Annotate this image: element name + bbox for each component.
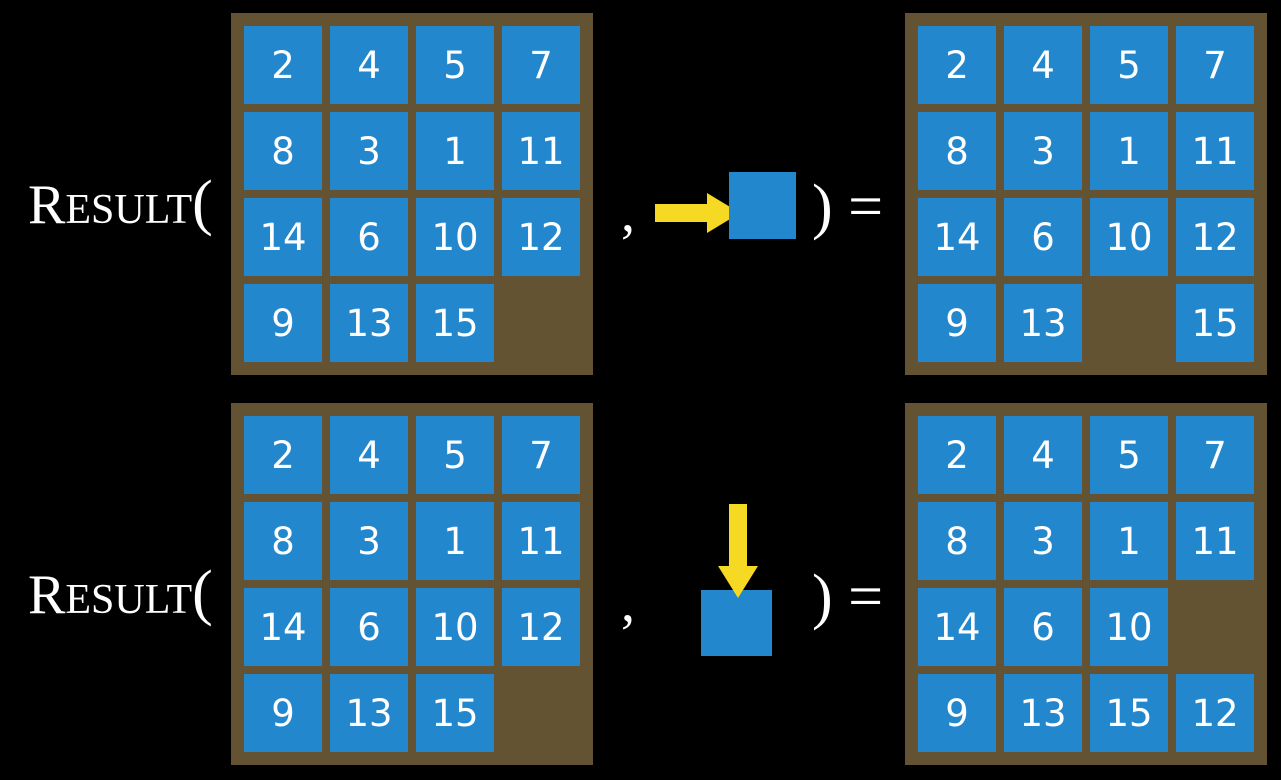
tile[interactable]: 3 xyxy=(330,502,408,580)
blank-tile-indicator-right[interactable] xyxy=(729,172,796,239)
tile[interactable]: 2 xyxy=(918,416,996,494)
tile[interactable]: 1 xyxy=(416,502,494,580)
blank-cell[interactable] xyxy=(1090,284,1168,362)
tile[interactable]: 2 xyxy=(918,26,996,104)
tile[interactable]: 12 xyxy=(1176,198,1254,276)
tile[interactable]: 9 xyxy=(244,674,322,752)
tile[interactable]: 4 xyxy=(330,26,408,104)
output-board-move-right: 2 4 5 7 8 3 1 11 14 6 10 12 9 13 15 xyxy=(905,13,1267,375)
tile[interactable]: 3 xyxy=(1004,112,1082,190)
tile[interactable]: 8 xyxy=(244,112,322,190)
arrow-down-icon xyxy=(718,504,758,598)
result-label-capital-bottom: R xyxy=(28,564,66,626)
argument-comma-bottom: , xyxy=(621,572,635,634)
arrow-right-icon xyxy=(655,193,740,233)
tile[interactable]: 11 xyxy=(1176,112,1254,190)
result-function-label-top: RESULT( xyxy=(28,168,213,238)
tile[interactable]: 13 xyxy=(1004,674,1082,752)
tile[interactable]: 14 xyxy=(244,198,322,276)
equation-row-move-right: RESULT( 2 4 5 7 8 3 1 11 14 6 10 12 9 13… xyxy=(28,13,1267,375)
tile[interactable]: 11 xyxy=(502,502,580,580)
tile[interactable]: 12 xyxy=(502,588,580,666)
tile[interactable]: 14 xyxy=(244,588,322,666)
blank-cell[interactable] xyxy=(502,674,580,752)
result-label-open-paren-top: ( xyxy=(192,169,213,237)
tile[interactable]: 15 xyxy=(416,284,494,362)
result-label-open-paren-bottom: ( xyxy=(192,559,213,627)
tile[interactable]: 11 xyxy=(502,112,580,190)
tile[interactable]: 2 xyxy=(244,416,322,494)
tile[interactable]: 9 xyxy=(244,284,322,362)
tile[interactable]: 5 xyxy=(1090,26,1168,104)
tile[interactable]: 10 xyxy=(416,198,494,276)
tile[interactable]: 8 xyxy=(918,112,996,190)
tile[interactable]: 3 xyxy=(330,112,408,190)
tile[interactable]: 13 xyxy=(1004,284,1082,362)
tile[interactable]: 8 xyxy=(244,502,322,580)
tile[interactable]: 5 xyxy=(1090,416,1168,494)
tile[interactable]: 12 xyxy=(1176,674,1254,752)
equation-row-move-down: RESULT( 2 4 5 7 8 3 1 11 14 6 10 12 9 13… xyxy=(0,390,1281,780)
blank-tile-indicator-down[interactable] xyxy=(701,590,772,656)
close-paren-equals-bottom: ) = xyxy=(812,563,884,631)
tile[interactable]: 15 xyxy=(1090,674,1168,752)
tile[interactable]: 7 xyxy=(1176,26,1254,104)
tile[interactable]: 7 xyxy=(1176,416,1254,494)
tile[interactable]: 10 xyxy=(416,588,494,666)
result-label-capital-top: R xyxy=(28,174,66,236)
tile[interactable]: 4 xyxy=(330,416,408,494)
tile[interactable]: 10 xyxy=(1090,588,1168,666)
tile[interactable]: 3 xyxy=(1004,502,1082,580)
tile[interactable]: 12 xyxy=(502,198,580,276)
tile[interactable]: 9 xyxy=(918,674,996,752)
tile[interactable]: 11 xyxy=(1176,502,1254,580)
output-board-move-down: 2 4 5 7 8 3 1 11 14 6 10 9 13 15 12 xyxy=(905,403,1267,765)
tile[interactable]: 7 xyxy=(502,26,580,104)
tile[interactable]: 6 xyxy=(330,588,408,666)
tile[interactable]: 15 xyxy=(416,674,494,752)
tile[interactable]: 4 xyxy=(1004,416,1082,494)
tile[interactable]: 2 xyxy=(244,26,322,104)
tile[interactable]: 9 xyxy=(918,284,996,362)
result-label-smallcaps-top: ESULT xyxy=(65,187,193,233)
tile[interactable]: 6 xyxy=(330,198,408,276)
tile[interactable]: 8 xyxy=(918,502,996,580)
tile[interactable]: 14 xyxy=(918,588,996,666)
input-board-move-right: 2 4 5 7 8 3 1 11 14 6 10 12 9 13 15 xyxy=(231,13,593,375)
result-function-label-bottom: RESULT( xyxy=(28,558,213,628)
tile[interactable]: 5 xyxy=(416,416,494,494)
tile[interactable]: 6 xyxy=(1004,588,1082,666)
blank-cell[interactable] xyxy=(502,284,580,362)
tile[interactable]: 4 xyxy=(1004,26,1082,104)
result-label-smallcaps-bottom: ESULT xyxy=(65,577,193,623)
tile[interactable]: 10 xyxy=(1090,198,1168,276)
blank-cell[interactable] xyxy=(1176,588,1254,666)
tile[interactable]: 13 xyxy=(330,284,408,362)
tile[interactable]: 7 xyxy=(502,416,580,494)
tile[interactable]: 6 xyxy=(1004,198,1082,276)
close-paren-equals-top: ) = xyxy=(812,173,884,241)
argument-comma-top: , xyxy=(621,182,635,244)
tile[interactable]: 14 xyxy=(918,198,996,276)
input-board-move-down: 2 4 5 7 8 3 1 11 14 6 10 12 9 13 15 xyxy=(231,403,593,765)
tile[interactable]: 1 xyxy=(416,112,494,190)
tile[interactable]: 5 xyxy=(416,26,494,104)
tile[interactable]: 1 xyxy=(1090,112,1168,190)
tile[interactable]: 13 xyxy=(330,674,408,752)
tile[interactable]: 15 xyxy=(1176,284,1254,362)
tile[interactable]: 1 xyxy=(1090,502,1168,580)
